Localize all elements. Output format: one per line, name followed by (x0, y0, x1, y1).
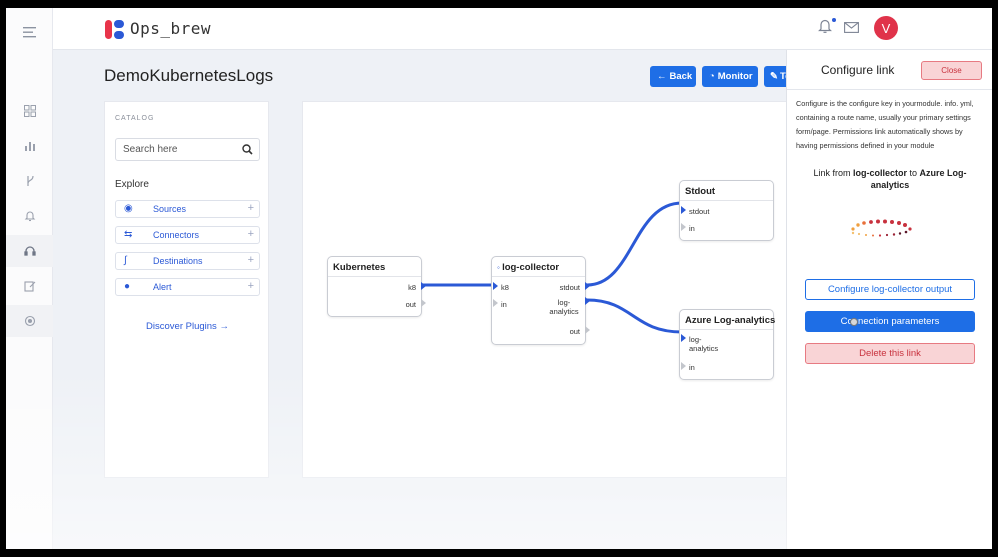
branch-icon[interactable] (6, 165, 53, 197)
support-icon[interactable] (6, 235, 53, 267)
plus-icon[interactable]: + (247, 254, 254, 266)
toolbar-third-button[interactable]: ✎ Te (764, 66, 788, 87)
output-port-icon[interactable] (421, 299, 426, 307)
notification-dot (832, 18, 836, 22)
port-label: in (689, 363, 695, 372)
input-port-icon[interactable] (681, 223, 686, 231)
node-divider (680, 200, 773, 201)
user-avatar[interactable]: V (874, 16, 898, 40)
catalog-item-connectors[interactable]: ⇆ Connectors + (115, 226, 260, 244)
input-port-icon[interactable] (493, 282, 498, 290)
port-label: stdout (689, 207, 710, 216)
analytics-icon[interactable] (6, 130, 53, 162)
port-label: in (501, 300, 507, 309)
node-azure-log-analytics[interactable]: Azure Log-analytics log-analytics in (679, 309, 776, 380)
arrow-left-icon: ← (657, 71, 667, 82)
settings-icon[interactable] (6, 305, 53, 337)
link-summary: Link from log-collector to Azure Log-ana… (813, 168, 967, 190)
node-divider (328, 276, 421, 277)
node-divider (492, 276, 585, 277)
explore-label: Explore (115, 179, 149, 190)
panel-description: Configure is the configure key in yourmo… (796, 99, 974, 150)
output-port-icon[interactable] (585, 282, 590, 290)
output-port-icon[interactable] (421, 282, 426, 290)
output-port-icon[interactable] (585, 297, 590, 305)
pipeline-canvas[interactable]: Kubernetes k8 out ◦ log-collector k8 in … (302, 101, 792, 478)
port-label: out (569, 327, 580, 336)
plus-icon[interactable]: + (247, 202, 254, 214)
port-label: in (689, 224, 695, 233)
pencil-icon: ✎ (770, 71, 778, 82)
plus-icon[interactable]: + (247, 280, 254, 292)
close-button[interactable]: Close (921, 61, 982, 80)
input-port-icon[interactable] (681, 334, 686, 342)
configure-output-button[interactable]: Configure log-collector output (805, 279, 975, 300)
node-stdout[interactable]: Stdout stdout in (679, 180, 774, 241)
port-label: out (405, 300, 416, 309)
node-title: Stdout (685, 186, 716, 197)
input-port-icon[interactable] (493, 299, 498, 307)
mail-icon[interactable] (844, 22, 859, 33)
app-logo-icon (105, 20, 124, 39)
catalog-item-alert[interactable]: ● Alert + (115, 278, 260, 296)
edit-icon[interactable] (6, 270, 53, 302)
dashboard-icon[interactable] (6, 95, 53, 127)
loading-spinner-icon (851, 219, 912, 237)
back-button[interactable]: ← Back (650, 66, 696, 87)
catalog-search-input[interactable]: Search here (115, 138, 260, 161)
menu-icon[interactable] (6, 16, 53, 48)
top-header: Ops_brew V (53, 8, 992, 50)
link-log-collector-to-azure[interactable] (586, 298, 683, 334)
port-label: stdout (559, 283, 580, 292)
node-title: Azure Log-analytics (685, 315, 776, 326)
connector-icon: ⇆ (124, 229, 133, 240)
source-icon: ◉ (124, 203, 133, 214)
input-port-icon[interactable] (681, 362, 686, 370)
catalog-item-sources[interactable]: ◉ Sources + (115, 200, 260, 218)
notification-rail-icon[interactable] (6, 200, 53, 232)
port-label: log-analytics (549, 298, 579, 316)
plus-icon[interactable]: + (247, 228, 254, 240)
page-title: DemoKubernetesLogs (104, 66, 274, 85)
monitor-button[interactable]: ◔ Monitor (702, 66, 758, 87)
mouse-cursor (850, 318, 858, 326)
configure-link-panel: Configure link Close Configure is the co… (786, 50, 992, 549)
app-frame: Ops_brew V DemoKubernetesLogs ← Back ◔ M… (6, 8, 992, 549)
arrow-right-icon: → (219, 321, 229, 332)
node-kubernetes[interactable]: Kubernetes k8 out (327, 256, 426, 317)
port-label: log-analytics (689, 335, 719, 353)
delete-link-button[interactable]: Delete this link (805, 343, 975, 364)
catalog-heading: CATALOG (115, 115, 155, 122)
port-label: k8 (501, 283, 509, 292)
node-divider (680, 329, 773, 330)
link-log-collector-to-stdout[interactable] (586, 201, 683, 287)
node-title: Kubernetes (333, 262, 386, 273)
catalog-panel: CATALOG Search here Explore ◉ Sources + … (104, 101, 269, 478)
panel-title: Configure link (821, 63, 895, 77)
node-title: ◦ log-collector (497, 262, 560, 273)
discover-plugins-link[interactable]: Discover Plugins → (146, 321, 229, 332)
catalog-item-destinations[interactable]: ∫ Destinations + (115, 252, 260, 270)
plugin-icon: ◦ (497, 263, 503, 272)
output-port-icon[interactable] (585, 326, 590, 334)
destination-icon: ∫ (124, 255, 127, 266)
port-label: k8 (408, 283, 416, 292)
node-log-collector[interactable]: ◦ log-collector k8 in stdout log-analyti… (491, 256, 590, 345)
monitor-icon: ◔ (709, 71, 715, 82)
panel-divider (787, 89, 992, 90)
bell-icon[interactable] (818, 18, 832, 34)
link-wires (423, 201, 683, 334)
connection-parameters-button[interactable]: Connection parameters (805, 311, 975, 332)
input-port-icon[interactable] (681, 206, 686, 214)
app-name: Ops_brew (130, 19, 212, 38)
alert-icon: ● (124, 281, 131, 292)
search-icon[interactable] (242, 144, 253, 155)
side-rail (6, 8, 53, 549)
